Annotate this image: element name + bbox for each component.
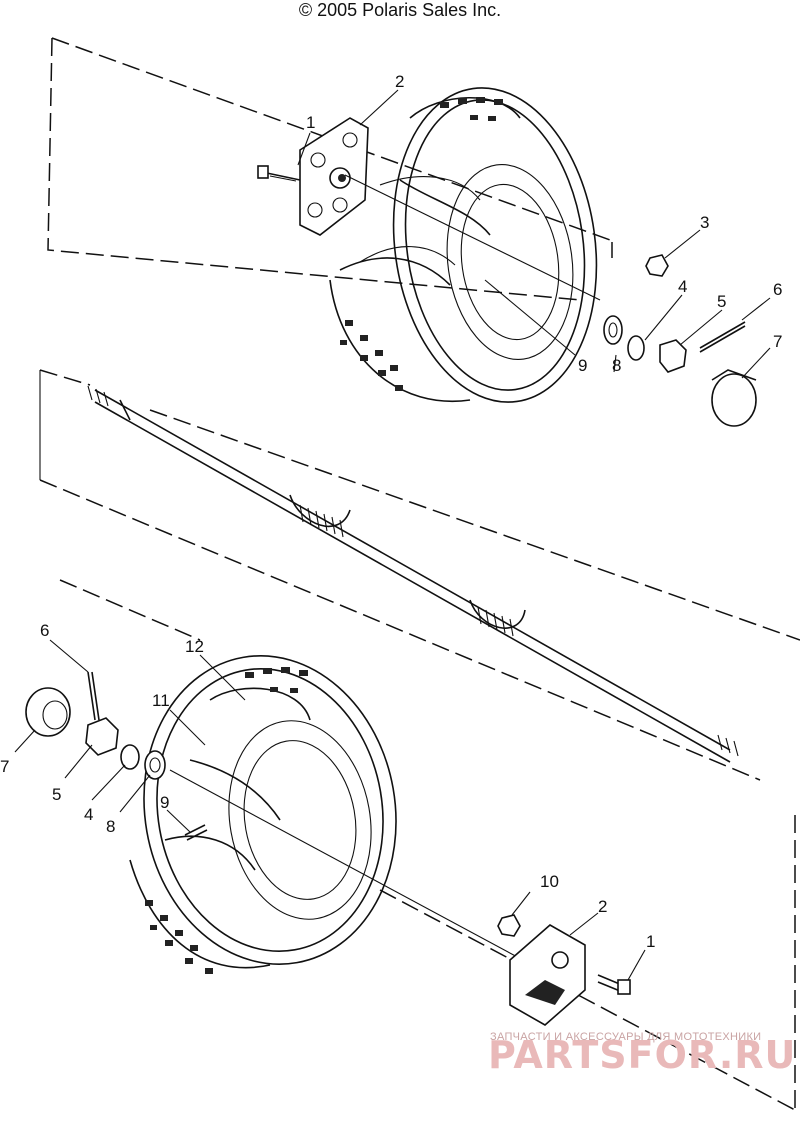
callout-lower-nut: 10	[540, 872, 559, 891]
lower-nut	[497, 914, 521, 937]
callout-lower-rim: 11	[152, 691, 170, 710]
callout-lower-cap: 7	[0, 757, 9, 776]
lower-hub	[509, 924, 586, 1026]
lower-small-parts	[25, 671, 208, 841]
callout-upper-bolt: 1	[306, 113, 315, 132]
callout-upper-valve: 9	[578, 356, 587, 375]
upper-axle-centerline	[344, 174, 601, 301]
callout-lower-cotter-pin: 6	[40, 621, 49, 640]
callout-lower-washer: 4	[84, 805, 93, 824]
callout-upper-spacer: 8	[612, 356, 621, 375]
upper-small-parts	[603, 254, 757, 427]
callout-upper-hub: 2	[395, 72, 404, 91]
callout-upper-nut: 3	[700, 213, 709, 232]
callout-lower-hub: 2	[598, 897, 607, 916]
callout-lower-castle-nut: 5	[52, 785, 61, 804]
upper-bolt	[257, 165, 301, 182]
axle-panel	[39, 369, 800, 781]
callout-lower-valve: 9	[160, 793, 169, 812]
lower-bolt	[597, 974, 631, 995]
callout-lower-tire: 12	[185, 637, 204, 656]
callout-upper-castle-nut: 5	[717, 292, 726, 311]
copyright-notice: © 2005 Polaris Sales Inc.	[298, 0, 502, 20]
leader-lines	[14, 89, 771, 981]
watermark-logo: PARTSFOR.RU	[488, 1033, 796, 1077]
lower-axle-centerline	[169, 769, 561, 981]
upper-tire	[329, 87, 598, 403]
callout-upper-cap: 7	[773, 332, 782, 351]
callout-lower-spacer: 8	[106, 817, 115, 836]
axle-shaft	[87, 385, 739, 763]
callout-lower-bolt: 1	[646, 932, 655, 951]
watermark-tagline: ЗАПЧАСТИ И АКСЕССУАРЫ ДЛЯ МОТОТЕХНИКИ	[490, 1031, 761, 1043]
lower-tire	[129, 655, 397, 974]
lower-wheel-panel	[59, 579, 796, 1111]
callout-upper-washer: 4	[678, 277, 687, 296]
upper-hub	[299, 117, 369, 236]
callout-upper-cotter-pin: 6	[773, 280, 782, 299]
upper-wheel-panel	[47, 37, 613, 301]
